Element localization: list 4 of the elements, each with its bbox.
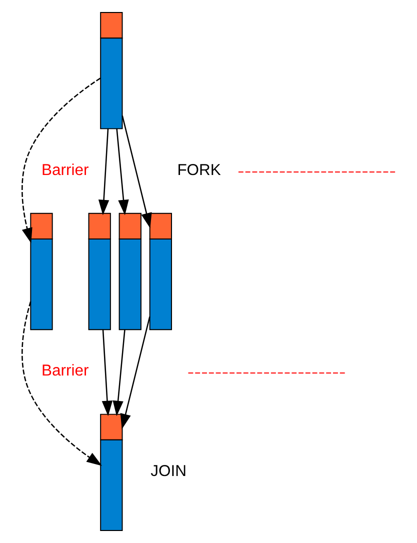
label: Barrier [40,362,88,380]
label: Barrier [40,162,88,179]
label: FORK [176,162,220,179]
label: JOIN [150,463,186,480]
